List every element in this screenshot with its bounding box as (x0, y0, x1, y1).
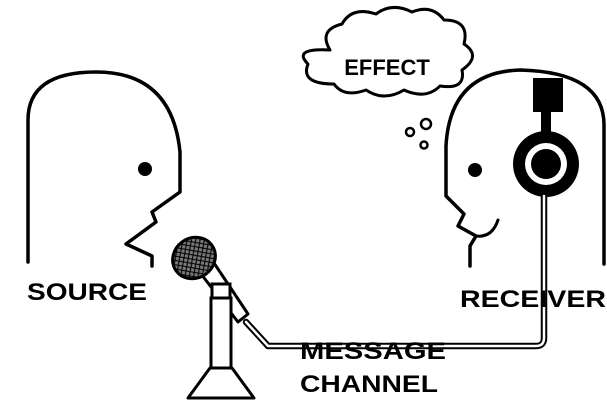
channel-label: CHANNEL (300, 371, 438, 398)
headband-block (533, 78, 563, 112)
receiver-eye (468, 163, 482, 177)
thought-bubble-small (421, 142, 428, 149)
mic-stand-base (188, 368, 254, 398)
mic-stand-pole (211, 298, 231, 368)
earcup-center (531, 149, 561, 179)
source-label: SOURCE (27, 279, 147, 306)
source-head-icon (28, 72, 180, 266)
receiver-label: RECEIVER (460, 286, 606, 313)
message-label: MESSAGE (300, 338, 446, 365)
thought-bubble-large (421, 119, 431, 129)
source-eye (138, 162, 152, 176)
effect-label: EFFECT (344, 55, 430, 80)
thought-bubble-medium (406, 128, 414, 136)
headband-strap (541, 110, 551, 132)
microphone-icon (165, 229, 254, 398)
